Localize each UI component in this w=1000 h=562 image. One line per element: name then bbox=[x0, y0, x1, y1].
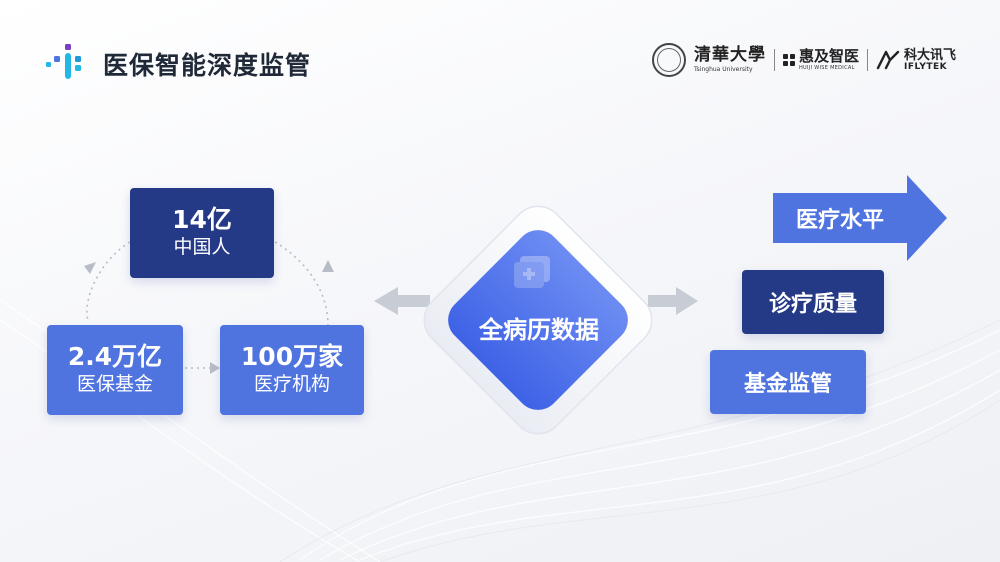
iflytek-logo: 科大讯飞 IFLYTEK bbox=[876, 49, 956, 72]
iflytek-mark-icon bbox=[876, 50, 900, 70]
huiji-mark-icon bbox=[783, 54, 795, 66]
huiji-name-en: HUIJI WISE MEDICAL bbox=[799, 65, 855, 71]
huiji-name: 惠及智医 bbox=[799, 47, 860, 65]
page-title: 医保智能深度监管 bbox=[103, 51, 312, 80]
iflytek-name-en: IFLYTEK bbox=[904, 61, 948, 72]
tsinghua-seal-icon bbox=[652, 43, 686, 77]
stat-box-institutions: 100万家 医疗机构 bbox=[220, 325, 364, 415]
stat-box-people: 14亿 中国人 bbox=[130, 188, 274, 278]
stat-value: 14亿 bbox=[172, 205, 232, 235]
stat-label: 医疗机构 bbox=[253, 373, 330, 396]
tsinghua-name: 清華大學 bbox=[694, 45, 766, 65]
huiji-logo: 惠及智医 HUIJI WISE MEDICAL bbox=[783, 49, 859, 71]
stat-box-fund: 2.4万亿 医保基金 bbox=[47, 325, 183, 415]
tsinghua-logo: 清華大學 Tsinghua University bbox=[694, 47, 766, 73]
partner-logos: 清華大學 Tsinghua University 惠及智医 HUIJI WISE… bbox=[652, 42, 956, 78]
tsinghua-name-en: Tsinghua University bbox=[694, 66, 753, 73]
logo-divider bbox=[774, 49, 775, 71]
stat-value: 2.4万亿 bbox=[67, 342, 163, 372]
outcome-arrow-medical-level bbox=[773, 175, 947, 261]
stat-value: 100万家 bbox=[240, 342, 344, 372]
outcome-diagnosis-quality: 诊疗质量 bbox=[742, 270, 884, 334]
cycle-arrow-head bbox=[322, 260, 334, 272]
iflytek-name: 科大讯飞 bbox=[904, 47, 957, 63]
outcome-medical-level: 医疗水平 bbox=[795, 208, 884, 233]
logo-divider bbox=[867, 49, 869, 71]
cycle-loop-arrows bbox=[84, 241, 334, 374]
stat-label: 医保基金 bbox=[76, 373, 153, 396]
outcome-fund-supervision: 基金监管 bbox=[710, 350, 866, 414]
medical-record-icon bbox=[514, 256, 550, 288]
cycle-arrow-head bbox=[84, 262, 96, 274]
right-arrow-icon bbox=[648, 287, 698, 315]
center-label: 全病历数据 bbox=[479, 316, 599, 344]
cycle-arrow-head bbox=[210, 362, 220, 374]
brand-logo-icon bbox=[46, 44, 81, 79]
center-diamond bbox=[423, 205, 653, 435]
stat-label: 中国人 bbox=[173, 236, 231, 259]
left-arrow-icon bbox=[374, 287, 430, 315]
